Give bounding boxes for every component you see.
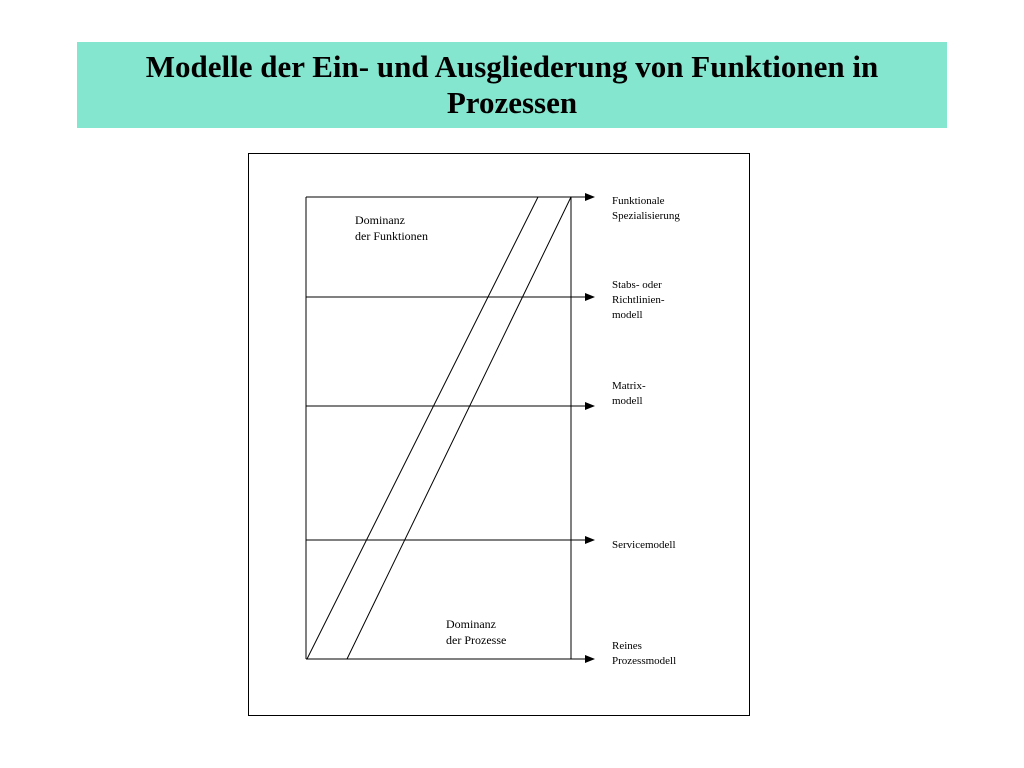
title-band: Modelle der Ein- und Ausgliederung von F… (77, 42, 947, 128)
diagonal-band-left-edge (306, 196, 539, 660)
area-label-dominanz-prozesse: Dominanz der Prozesse (446, 617, 507, 647)
model-label-stabs-modell: Stabs- oder Richtlinien- modell (612, 279, 665, 321)
model-label-servicemodell: Servicemodell (612, 539, 676, 551)
slide-title: Modelle der Ein- und Ausgliederung von F… (145, 49, 879, 120)
diagonal-band-right-edge (346, 196, 572, 660)
model-label-reines-prozessmodell: Reines Prozessmodell (612, 640, 677, 667)
area-label-dominanz-funktionen: Dominanz der Funktionen (355, 213, 428, 243)
model-label-funktionale-spezialisierung: Funktionale Spezialisierung (612, 195, 680, 222)
diagram-frame (248, 153, 750, 716)
model-label-matrix-modell: Matrix- modell (612, 380, 646, 407)
